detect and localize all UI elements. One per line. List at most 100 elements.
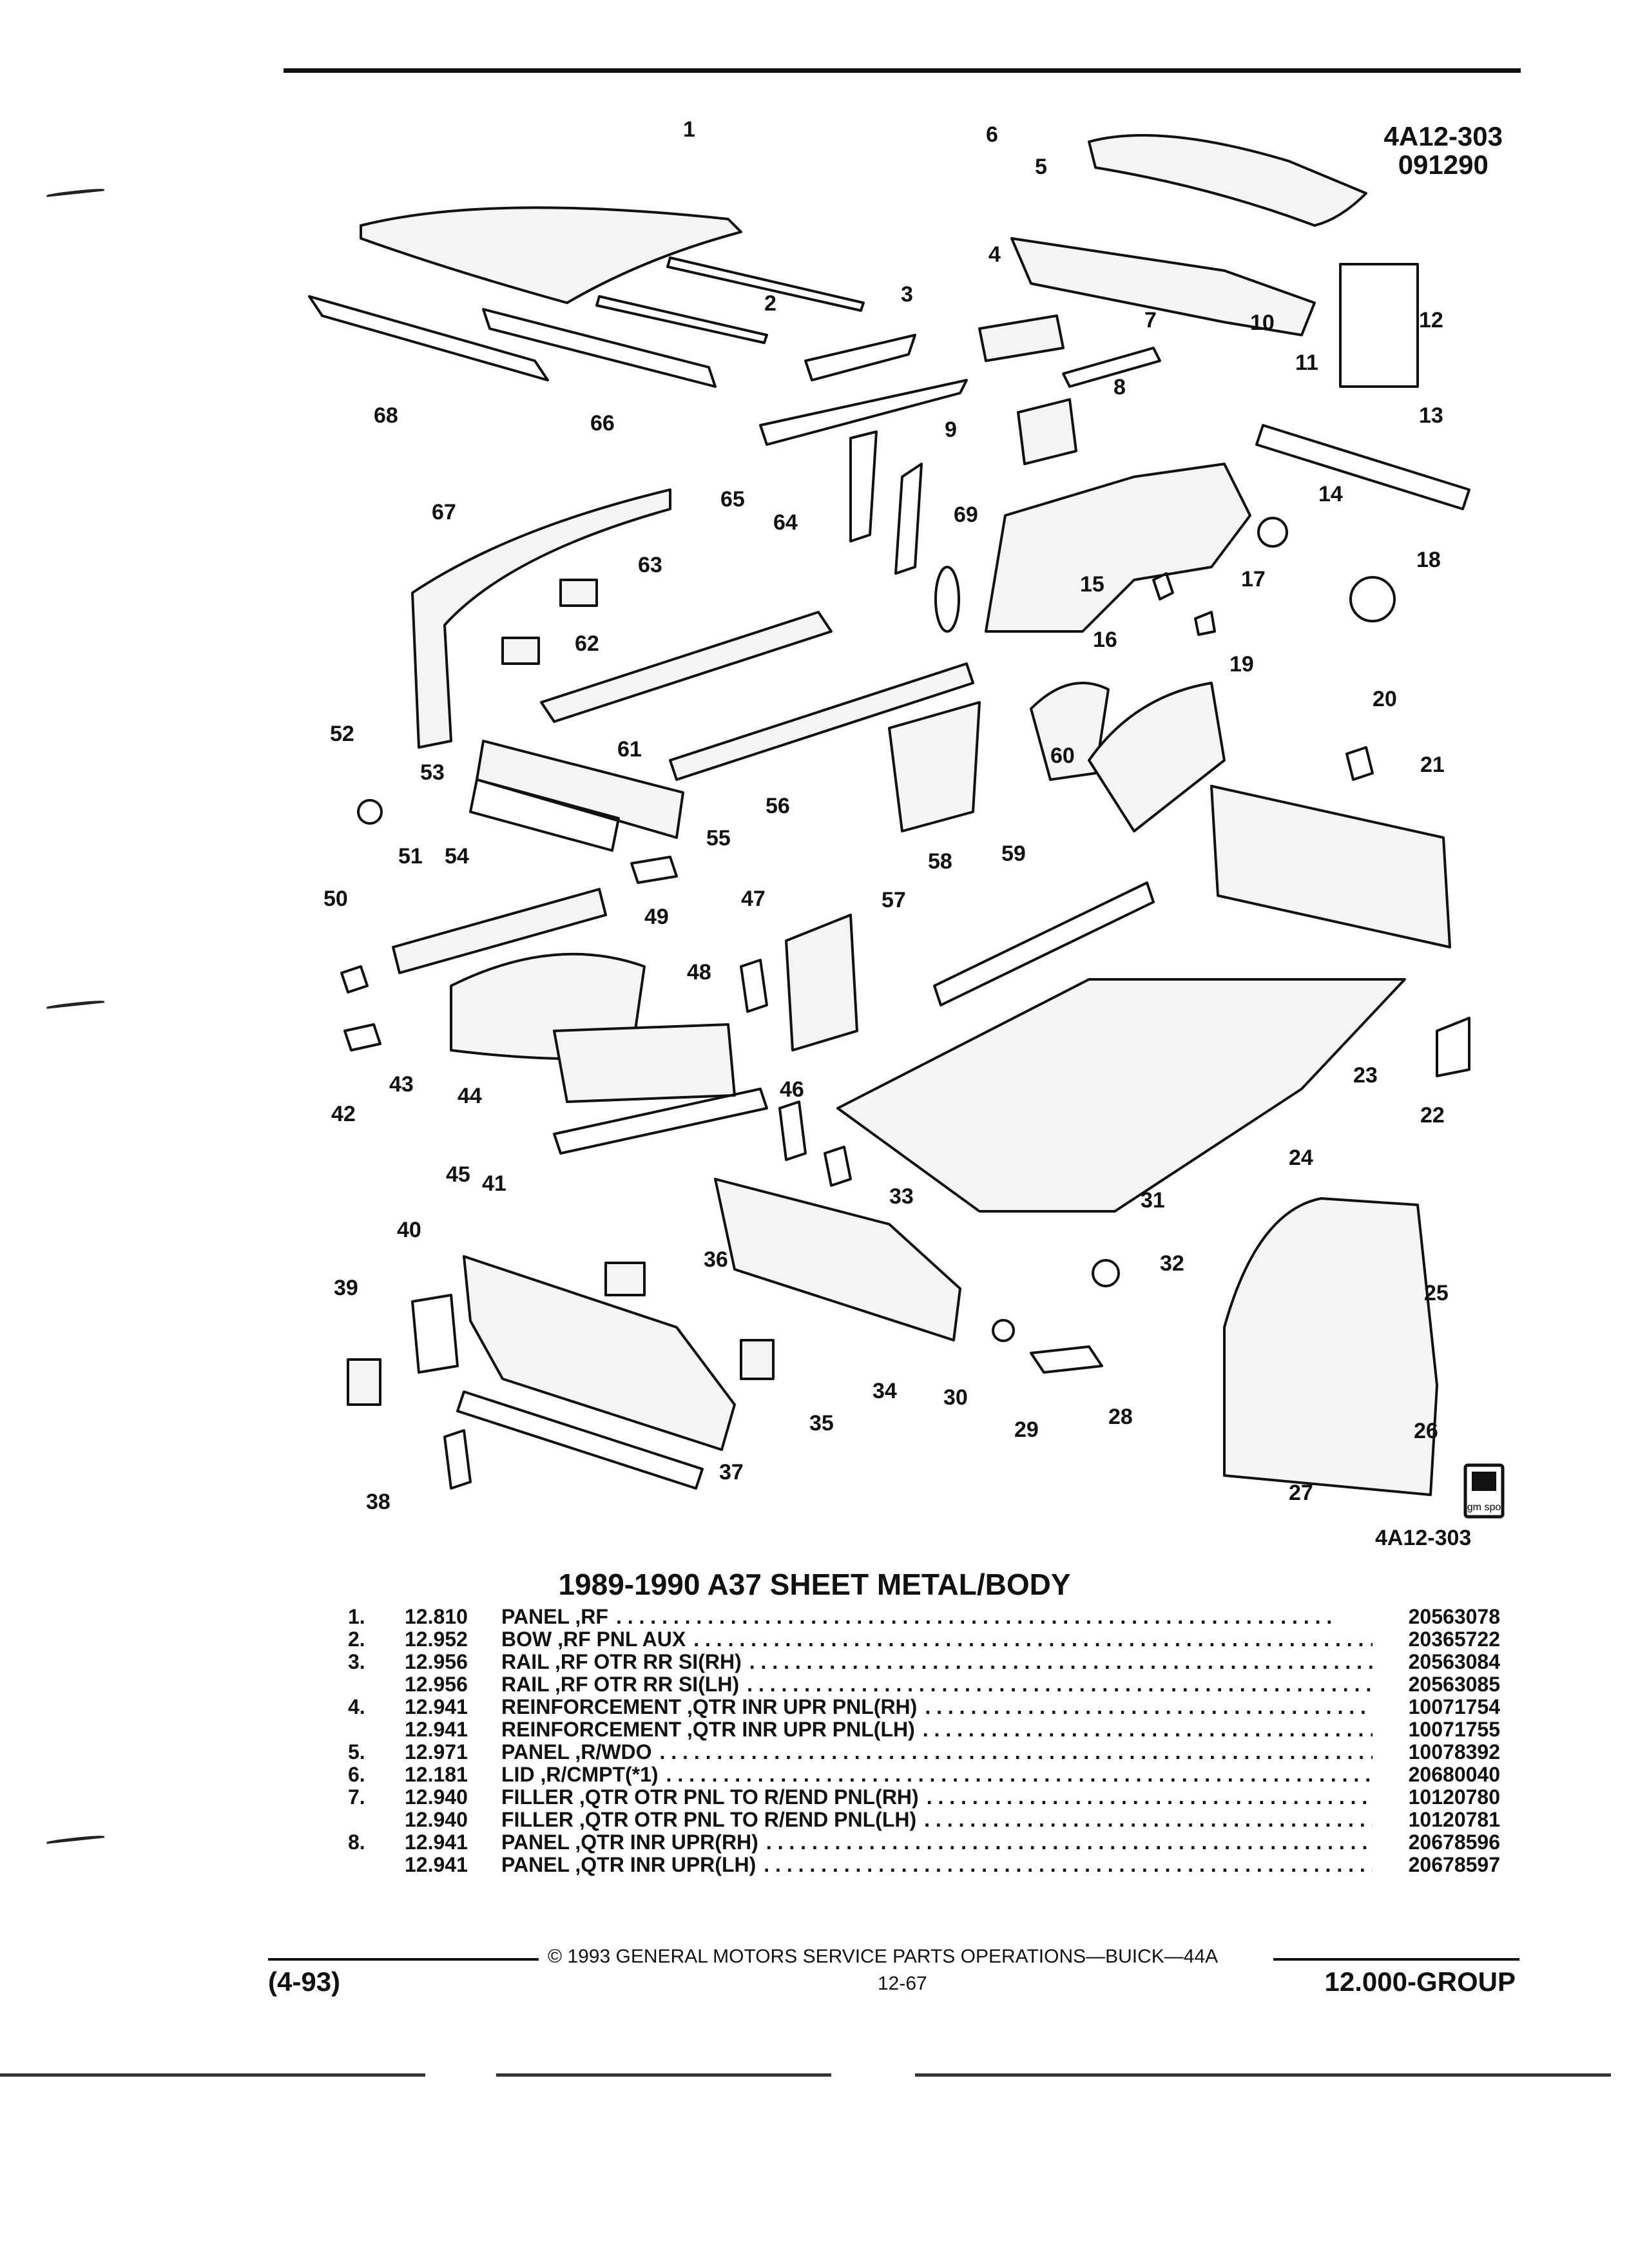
part-number: 10120781 bbox=[1408, 1808, 1500, 1831]
part-number: 10071754 bbox=[1408, 1695, 1500, 1718]
group-number: 12.941 bbox=[405, 1718, 468, 1741]
part-description: PANEL ,R/WDO . . . . . . . . . . . . . .… bbox=[501, 1741, 1384, 1763]
callout-15: 15 bbox=[1080, 572, 1104, 597]
part-inner-pillar-lower bbox=[888, 701, 981, 832]
callout-1: 1 bbox=[683, 117, 695, 142]
callout-46: 46 bbox=[780, 1077, 804, 1102]
copyright-line: © 1993 GENERAL MOTORS SERVICE PARTS OPER… bbox=[548, 1946, 1219, 1967]
callout-33: 33 bbox=[889, 1184, 914, 1209]
callout-32: 32 bbox=[1160, 1251, 1184, 1276]
callout-23: 23 bbox=[1353, 1063, 1378, 1088]
callout-49: 49 bbox=[644, 905, 669, 929]
part-bracket bbox=[347, 1358, 381, 1406]
part-clip bbox=[630, 856, 678, 884]
part-hinge-pillar bbox=[785, 914, 858, 1052]
part-clip bbox=[1345, 746, 1374, 781]
diagram-parts bbox=[308, 134, 1505, 1519]
part-quarter-panel bbox=[985, 463, 1251, 633]
part-number: 20563078 bbox=[1408, 1605, 1500, 1628]
part-roof-bow bbox=[666, 256, 865, 312]
callout-59: 59 bbox=[1001, 841, 1026, 866]
callout-11: 11 bbox=[1295, 351, 1318, 375]
part-number: 20678597 bbox=[1408, 1853, 1500, 1876]
part-filler bbox=[1062, 347, 1161, 388]
part-clip bbox=[343, 1023, 381, 1052]
part-description: BOW ,RF PNL AUX . . . . . . . . . . . . … bbox=[501, 1628, 1384, 1651]
callout-54: 54 bbox=[445, 844, 469, 869]
part-radiator-support bbox=[463, 1255, 736, 1451]
part-rocker-inner bbox=[540, 611, 833, 723]
diagram-footer-ref: 4A12-303 bbox=[1375, 1526, 1472, 1550]
group-number: 12.956 bbox=[405, 1673, 468, 1696]
part-clip bbox=[1194, 611, 1216, 636]
callout-57: 57 bbox=[882, 888, 906, 912]
scan-artifact bbox=[0, 2073, 425, 2077]
callout-6: 6 bbox=[986, 122, 998, 147]
callout-7: 7 bbox=[1144, 308, 1157, 332]
part-filler-plate bbox=[1436, 1017, 1470, 1077]
part-rear-bar bbox=[1255, 424, 1470, 510]
part-plate bbox=[1030, 1345, 1103, 1374]
callout-36: 36 bbox=[704, 1247, 728, 1272]
part-roof-rail-right bbox=[482, 308, 717, 388]
callout-16: 16 bbox=[1093, 628, 1117, 652]
leader-dots: . . . . . . . . . . . . . . . . . . . . … bbox=[924, 1809, 1373, 1831]
part-description-text: FILLER ,QTR OTR PNL TO R/END PNL(RH) bbox=[501, 1785, 919, 1809]
leader-dots: . . . . . . . . . . . . . . . . . . . . … bbox=[693, 1628, 1373, 1651]
item-number bbox=[348, 1854, 405, 1876]
leader-dots: . . . . . . . . . . . . . . . . . . . . … bbox=[747, 1673, 1373, 1696]
callout-43: 43 bbox=[389, 1072, 414, 1097]
group-number: 12.941 bbox=[405, 1695, 468, 1718]
callout-22: 22 bbox=[1420, 1103, 1445, 1128]
callout-45: 45 bbox=[446, 1162, 470, 1187]
part-trunk-lid bbox=[1088, 134, 1367, 227]
page-number: 12-67 bbox=[878, 1973, 927, 1994]
page-title: 1989-1990 A37 SHEET METAL/BODY bbox=[558, 1568, 1071, 1601]
callout-63: 63 bbox=[638, 553, 662, 577]
part-description-text: REINFORCEMENT ,QTR INR UPR PNL(RH) bbox=[501, 1695, 918, 1718]
part-cowl-vent bbox=[469, 778, 620, 852]
item-number: 8. bbox=[348, 1831, 365, 1854]
part-description: FILLER ,QTR OTR PNL TO R/END PNL(RH) . .… bbox=[501, 1786, 1384, 1809]
part-roof-rail-left bbox=[308, 295, 549, 381]
part-seal bbox=[934, 566, 960, 633]
callout-56: 56 bbox=[766, 794, 790, 818]
part-floor-rail bbox=[933, 881, 1155, 1006]
reference-date: 091290 bbox=[1398, 149, 1489, 180]
item-number: 6. bbox=[348, 1763, 365, 1786]
part-roof-bow bbox=[595, 295, 768, 344]
part-description: PANEL ,QTR INR UPR(RH) . . . . . . . . .… bbox=[501, 1831, 1384, 1854]
part-description: RAIL ,RF OTR RR SI(RH) . . . . . . . . .… bbox=[501, 1651, 1384, 1673]
part-inner-rail bbox=[759, 379, 968, 446]
part-description-text: LID ,R/CMPT(*1) bbox=[501, 1763, 659, 1786]
callout-8: 8 bbox=[1113, 375, 1126, 399]
callout-66: 66 bbox=[590, 411, 615, 436]
part-rear-end-panel bbox=[1210, 785, 1451, 948]
part-description-text: PANEL ,R/WDO bbox=[501, 1740, 652, 1763]
binder-mark bbox=[46, 1834, 105, 1844]
callout-17: 17 bbox=[1241, 567, 1266, 591]
part-bracket bbox=[501, 637, 540, 665]
callout-13: 13 bbox=[1419, 403, 1443, 428]
part-bracket bbox=[559, 579, 598, 607]
callout-67: 67 bbox=[432, 500, 456, 524]
callout-42: 42 bbox=[331, 1102, 356, 1126]
group-number: 12.956 bbox=[405, 1650, 468, 1673]
callout-30: 30 bbox=[943, 1385, 968, 1410]
callout-61: 61 bbox=[617, 737, 642, 762]
footer-rule bbox=[1273, 1958, 1519, 1961]
part-pillar bbox=[894, 463, 923, 575]
part-plug bbox=[992, 1319, 1015, 1342]
callout-69: 69 bbox=[954, 503, 978, 527]
part-description: REINFORCEMENT ,QTR INR UPR PNL(RH) . . .… bbox=[501, 1696, 1384, 1718]
part-support-upper bbox=[392, 888, 607, 974]
group-number: 12.971 bbox=[405, 1740, 468, 1763]
part-cowl-panel bbox=[476, 740, 684, 839]
part-number: 20365722 bbox=[1408, 1628, 1500, 1651]
